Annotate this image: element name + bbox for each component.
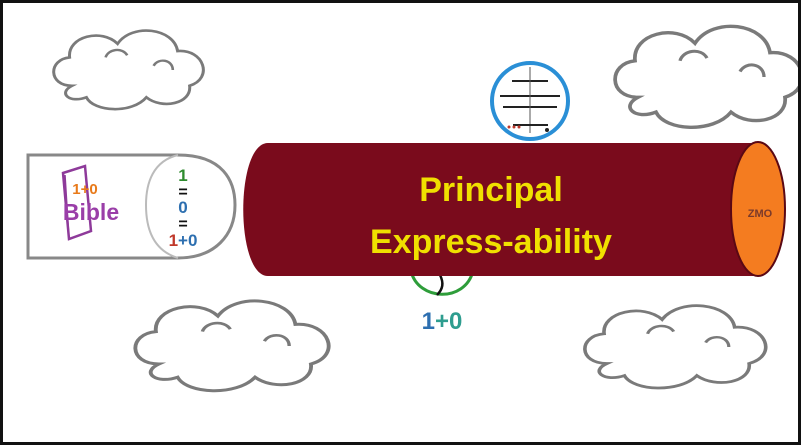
gauge-icon	[490, 61, 570, 141]
cloud-icon	[133, 298, 331, 393]
left-panel	[26, 153, 237, 260]
cloud-icon	[52, 29, 205, 111]
tube-title-line1: Principal	[419, 171, 563, 209]
bottom-formula-one: 1	[422, 308, 435, 335]
tube-icon	[243, 141, 786, 277]
bottom-formula: 1+0	[422, 308, 463, 335]
diagram-canvas: 1+0 1+0 Bible 1 = 0 = 1+0 Principal Expr…	[26, 24, 798, 393]
stack-eq1: =	[178, 184, 187, 201]
stack-bottom-one: 1	[169, 231, 178, 250]
cloud-icon	[613, 24, 798, 130]
book-formula: 1+0	[72, 181, 97, 198]
tube-title-line2: Express-ability	[370, 223, 612, 261]
stack-bottom-plus-zero: +0	[178, 231, 197, 250]
stack-middle: 0	[178, 198, 187, 217]
book-icon	[61, 164, 93, 241]
stack-top: 1	[178, 166, 187, 185]
tube-end-label: ZMO	[748, 208, 773, 220]
stack-bottom: 1+0	[169, 231, 198, 250]
circle-icon	[409, 270, 475, 296]
book-title: Bible	[63, 199, 119, 225]
bottom-formula-plus-zero: +0	[435, 308, 462, 335]
cloud-icon	[583, 303, 768, 390]
stack-eq2: =	[178, 216, 187, 233]
